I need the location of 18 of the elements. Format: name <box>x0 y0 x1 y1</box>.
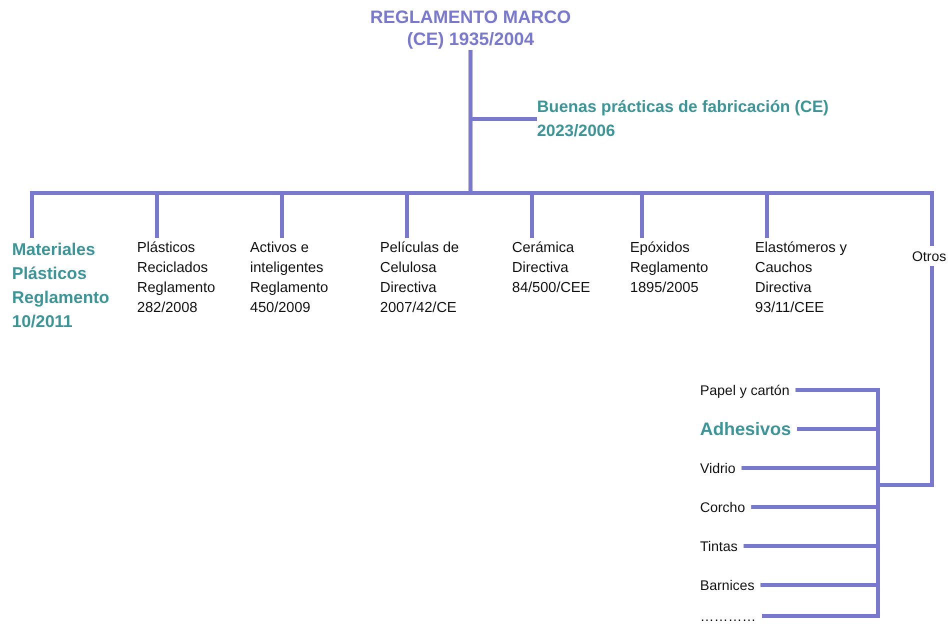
node-text: ………… <box>700 607 757 624</box>
node-text: Papel y cartón <box>700 381 790 400</box>
node-text: Adhesivos <box>700 418 792 441</box>
node-text: Elastómeros y Cauchos Directiva 93/11/CEE <box>755 239 848 318</box>
node-text: Vidrio <box>700 459 737 478</box>
node-text: Materiales Plásticos Reglamento 10/2011 <box>12 239 110 333</box>
node-text: Tintas <box>700 537 739 556</box>
node-text: Buenas prácticas de fabricación (CE) 2023/2006 <box>537 97 830 142</box>
node-text: Corcho <box>700 498 746 517</box>
node-text: Epóxidos Reglamento 1895/2005 <box>630 239 710 298</box>
connector-line <box>468 50 934 246</box>
node-text: Otros <box>912 247 948 266</box>
heading-text: REGLAMENTO MARCO (CE) 1935/2004 <box>369 6 572 50</box>
node-text: Barnices <box>700 576 756 595</box>
node-text: Películas de Celulosa Directiva 2007/42/CE <box>380 239 460 318</box>
node-text: Cerámica Directiva 84/500/CEE <box>512 239 592 298</box>
node-text: Activos e inteligentes Reglamento 450/2009 <box>250 239 330 318</box>
node-text: Plásticos Reciclados Reglamento 282/2008 <box>137 239 216 318</box>
